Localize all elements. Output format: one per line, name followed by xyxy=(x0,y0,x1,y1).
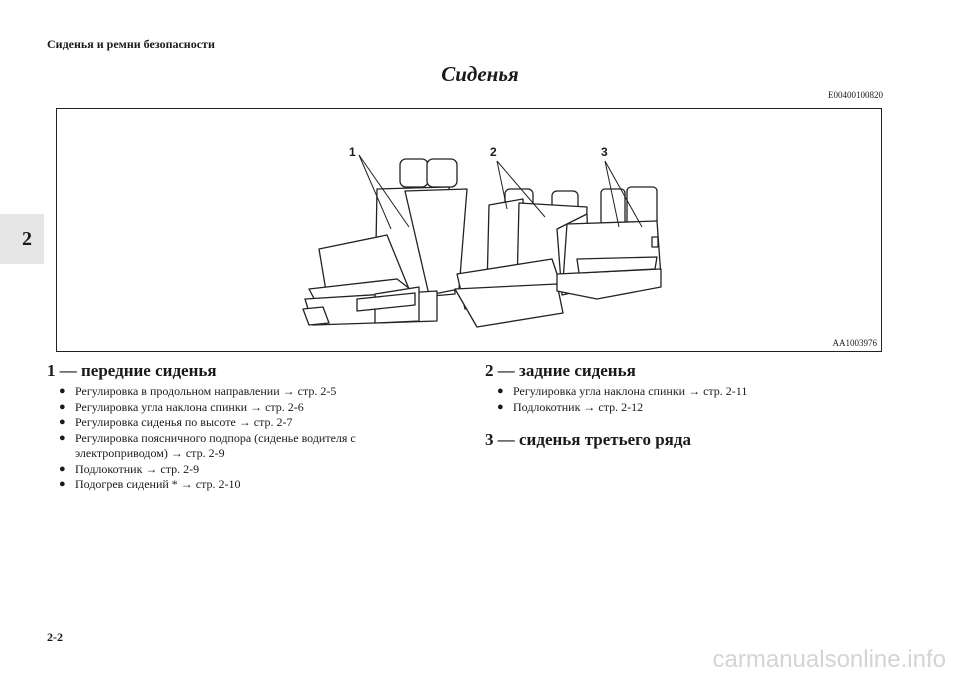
rear-seats-section: 2 — задние сиденья ● Регулировка угла нак… xyxy=(485,360,885,453)
callout-2: 2 xyxy=(490,145,497,159)
seats-illustration xyxy=(302,154,662,328)
front-seats-section: 1 — передние сиденья ● Регулировка в прод… xyxy=(47,360,447,493)
bullet-icon: ● xyxy=(59,462,66,475)
list-item: ● Регулировка поясничного подпора (сидень… xyxy=(47,431,375,462)
rear-seats-heading: 2 — задние сиденья xyxy=(485,361,636,380)
running-header: Сиденья и ремни безопасности xyxy=(47,37,215,51)
list-item: ● Подогрев сидений * → стр. 2-10 xyxy=(47,477,447,493)
callout-1: 1 xyxy=(349,145,356,159)
front-seats-illustration xyxy=(302,158,468,326)
list-item-text: Подогрев сидений * → стр. 2-10 xyxy=(75,477,241,491)
list-item-text: Регулировка сиденья по высоте → стр. 2-7 xyxy=(75,415,293,429)
list-item: ● Регулировка сиденья по высоте → стр. 2-… xyxy=(47,415,447,431)
bullet-icon: ● xyxy=(59,431,66,444)
list-item: ● Подлокотник → стр. 2-9 xyxy=(47,462,447,478)
page-number: 2-2 xyxy=(47,630,63,644)
bullet-icon: ● xyxy=(497,385,504,397)
list-item: ● Регулировка угла наклона спинки → стр. … xyxy=(47,400,447,416)
rear-seats-list: ● Регулировка угла наклона спинки → стр. … xyxy=(485,384,885,415)
seats-figure: 1 2 3 AA1003976 xyxy=(56,108,882,352)
front-seats-list: ● Регулировка в продольном направлении → … xyxy=(47,384,447,493)
bullet-icon: ● xyxy=(59,400,66,413)
document-code: E00400100820 xyxy=(828,90,883,100)
chapter-tab: 2 xyxy=(0,214,44,264)
third-row-seats-illustration xyxy=(556,186,662,300)
list-item-text: Регулировка в продольном направлении → с… xyxy=(75,384,337,398)
chapter-number: 2 xyxy=(22,228,32,250)
watermark: carmanualsonline.info xyxy=(712,646,946,673)
list-item: ● Регулировка угла наклона спинки → стр. … xyxy=(485,384,885,400)
bullet-icon: ● xyxy=(59,416,66,428)
front-seats-heading: 1 — передние сиденья xyxy=(47,361,217,380)
list-item-text: Подлокотник → стр. 2-9 xyxy=(75,461,200,476)
bullet-icon: ● xyxy=(59,385,66,397)
list-item-text: Регулировка угла наклона спинки → стр. 2… xyxy=(75,399,304,414)
list-item: ● Подлокотник → стр. 2-12 xyxy=(485,400,885,416)
bullet-icon: ● xyxy=(497,400,504,413)
callout-3: 3 xyxy=(601,145,608,159)
figure-code: AA1003976 xyxy=(832,338,878,348)
list-item-text: Подлокотник → стр. 2-12 xyxy=(513,399,644,414)
bullet-icon: ● xyxy=(59,478,66,490)
list-item-text: Регулировка поясничного подпора (сиденье… xyxy=(75,430,356,461)
page-title: Сиденья xyxy=(441,62,519,86)
third-row-heading: 3 — сиденья третьего ряда xyxy=(485,430,691,449)
list-item: ● Регулировка в продольном направлении → … xyxy=(47,384,447,400)
list-item-text: Регулировка угла наклона спинки → стр. 2… xyxy=(513,384,748,398)
